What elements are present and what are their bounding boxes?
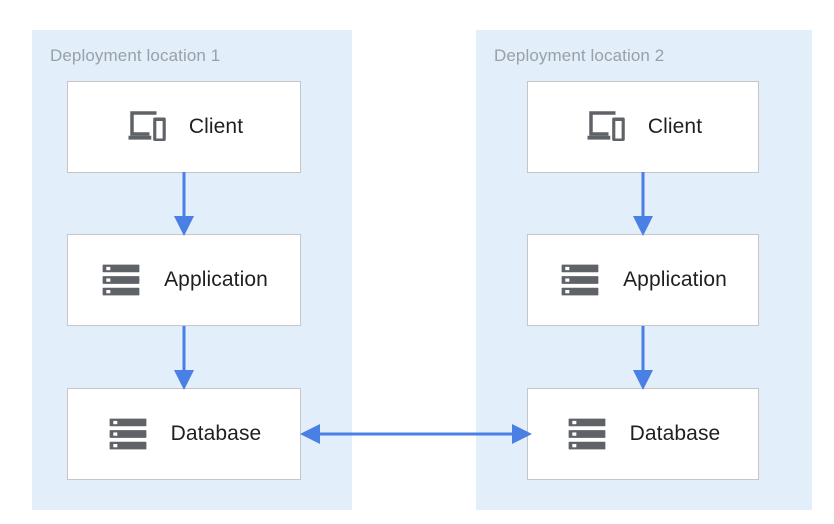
zone-label-1: Deployment location 1 [50,46,221,65]
server-icon [109,418,147,450]
node-database-1[interactable]: Database [67,388,301,480]
node-application-2[interactable]: Application [527,234,759,326]
node-label-client-2: Client [647,115,703,138]
zone-label-2: Deployment location 2 [494,46,665,65]
node-label-database-2: Database [629,422,721,445]
node-label-database-1: Database [170,422,262,445]
server-icon [102,264,140,296]
devices-icon [587,111,625,141]
node-client-1[interactable]: Client [67,81,301,173]
node-label-application-2: Application [623,268,727,291]
devices-icon [128,111,166,141]
node-client-2[interactable]: Client [527,81,759,173]
node-application-1[interactable]: Application [67,234,301,326]
server-icon [561,264,599,296]
node-database-2[interactable]: Database [527,388,759,480]
node-label-client-1: Client [188,115,244,138]
node-label-application-1: Application [164,268,268,291]
server-icon [568,418,606,450]
